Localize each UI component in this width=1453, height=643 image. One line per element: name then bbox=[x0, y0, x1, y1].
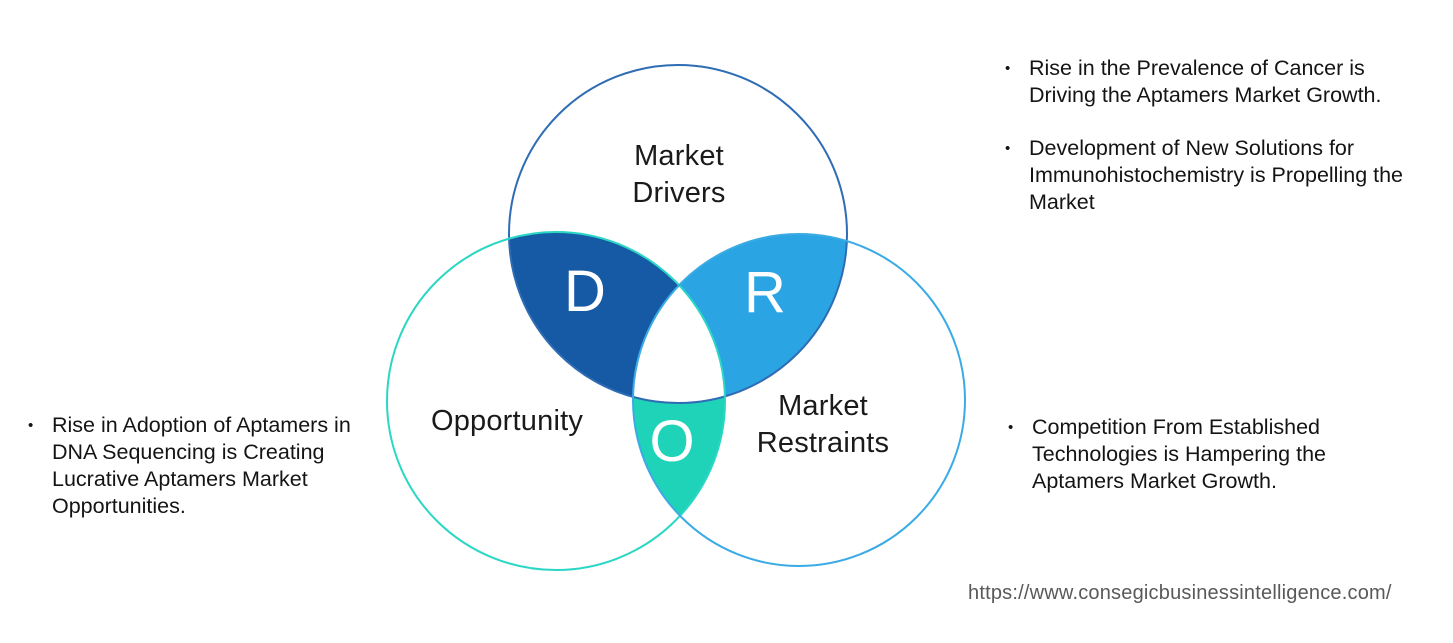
opportunity-circle-outline bbox=[386, 231, 726, 571]
list-item: • Rise in the Prevalence of Cancer is Dr… bbox=[1005, 55, 1405, 109]
opportunity-bullet-list: • Rise in Adoption of Aptamers in DNA Se… bbox=[28, 412, 363, 520]
bullet-icon: • bbox=[1005, 140, 1011, 157]
source-url: https://www.consegicbusinessintelligence… bbox=[968, 582, 1392, 604]
lens-restraints-overlap bbox=[633, 234, 847, 403]
drivers-circle-label: Market Drivers bbox=[632, 140, 726, 209]
list-item: • Competition From Established Technolog… bbox=[1008, 414, 1358, 495]
bullet-icon: • bbox=[1005, 60, 1011, 77]
drivers-lens-letter: D bbox=[564, 259, 606, 324]
bullet-text: Development of New Solutions for Immunoh… bbox=[1029, 136, 1404, 214]
opportunity-circle-label: Opportunity bbox=[430, 405, 584, 437]
restraints-bullet-list: • Competition From Established Technolog… bbox=[1008, 414, 1358, 495]
restraints-circle-outline bbox=[632, 233, 966, 567]
restraints-lens-letter: R bbox=[744, 260, 786, 325]
restraints-circle-label: Market Restraints bbox=[756, 390, 890, 459]
bullet-text: Competition From Established Technologie… bbox=[1032, 415, 1326, 493]
drivers-bullet-list: • Rise in the Prevalence of Cancer is Dr… bbox=[1005, 55, 1405, 216]
bullet-text: Rise in Adoption of Aptamers in DNA Sequ… bbox=[52, 413, 351, 518]
bullet-icon: • bbox=[28, 417, 34, 434]
drivers-circle-outline bbox=[508, 64, 848, 404]
bullet-text: Rise in the Prevalence of Cancer is Driv… bbox=[1029, 56, 1382, 107]
opportunity-lens-letter: O bbox=[649, 409, 695, 474]
list-item: • Rise in Adoption of Aptamers in DNA Se… bbox=[28, 412, 363, 520]
list-item: • Development of New Solutions for Immun… bbox=[1005, 135, 1405, 216]
bullet-icon: • bbox=[1008, 419, 1014, 436]
